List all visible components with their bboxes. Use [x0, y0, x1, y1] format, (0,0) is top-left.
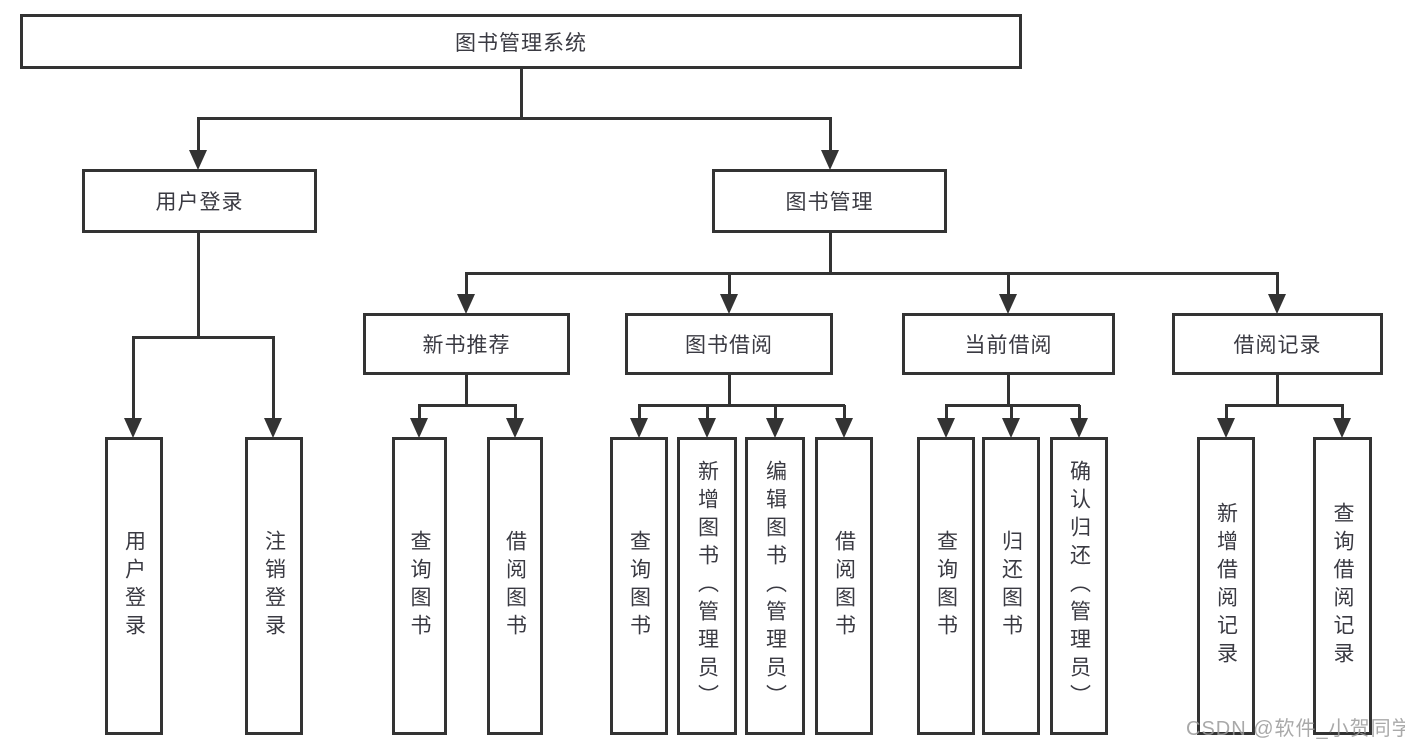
connector-line [638, 405, 641, 420]
node-root: 图书管理系统 [20, 14, 1022, 69]
arrow-down-icon [630, 418, 648, 438]
arrow-down-icon [1002, 418, 1020, 438]
node-book-borrow: 图书借阅 [625, 313, 833, 375]
leaf-logout: 注销登录 [245, 437, 303, 735]
leaf-query-books-current: 查询图书 [917, 437, 975, 735]
arrow-down-icon [1268, 294, 1286, 314]
node-current-borrow-label: 当前借阅 [964, 334, 1053, 357]
leaf-query-borrow-record-label: 查询借阅记录 [1331, 502, 1355, 670]
connector-line [465, 272, 1279, 275]
leaf-borrow-books-recommend: 借阅图书 [487, 437, 543, 735]
connector-line [829, 118, 832, 152]
node-book-management: 图书管理 [712, 169, 947, 233]
arrow-down-icon [410, 418, 428, 438]
arrow-down-icon [999, 294, 1017, 314]
connector-line [465, 273, 468, 296]
leaf-query-books-current-label: 查询图书 [934, 530, 958, 642]
connector-line [132, 337, 135, 420]
leaf-add-book-admin: 新增图书（管理员） [677, 437, 737, 735]
arrow-down-icon [1217, 418, 1235, 438]
connector-line [843, 405, 846, 420]
leaf-add-book-admin-label: 新增图书（管理员） [695, 460, 719, 712]
leaf-add-borrow-record: 新增借阅记录 [1197, 437, 1255, 735]
leaf-borrow-books: 借阅图书 [815, 437, 873, 735]
leaf-user-login: 用户登录 [105, 437, 163, 735]
connector-line [520, 69, 523, 119]
node-borrow-records: 借阅记录 [1172, 313, 1383, 375]
leaf-borrow-books-recommend-label: 借阅图书 [503, 530, 527, 642]
connector-line [197, 117, 832, 120]
connector-line [706, 405, 709, 420]
node-borrow-records-label: 借阅记录 [1233, 334, 1322, 357]
connector-line [465, 375, 468, 406]
connector-line [1276, 375, 1279, 406]
node-book-management-label: 图书管理 [785, 191, 874, 214]
connector-line [1078, 405, 1081, 420]
arrow-down-icon [124, 418, 142, 438]
connector-line [197, 233, 200, 338]
leaf-add-borrow-record-label: 新增借阅记录 [1214, 502, 1238, 670]
leaf-user-login-label: 用户登录 [122, 530, 146, 642]
node-user-login-label: 用户登录 [155, 191, 244, 214]
connector-line [728, 375, 731, 406]
connector-line [197, 118, 200, 152]
connector-line [1010, 405, 1013, 420]
csdn-watermark: CSDN @软件_小贺同学 [1186, 718, 1405, 740]
connector-line [272, 337, 275, 420]
connector-line [829, 233, 832, 274]
leaf-query-borrow-record: 查询借阅记录 [1313, 437, 1372, 735]
arrow-down-icon [835, 418, 853, 438]
arrow-down-icon [1070, 418, 1088, 438]
arrow-down-icon [937, 418, 955, 438]
leaf-logout-label: 注销登录 [262, 530, 286, 642]
connector-line [418, 404, 517, 407]
leaf-confirm-return-admin-label: 确认归还（管理员） [1067, 460, 1091, 712]
connector-line [1225, 405, 1228, 420]
node-new-book-recommend-label: 新书推荐 [422, 334, 511, 357]
node-current-borrow: 当前借阅 [902, 313, 1115, 375]
connector-line [1007, 375, 1010, 406]
connector-line [945, 405, 948, 420]
connector-line [1007, 273, 1010, 296]
connector-line [418, 405, 421, 420]
arrow-down-icon [506, 418, 524, 438]
arrow-down-icon [189, 150, 207, 170]
connector-line [514, 405, 517, 420]
leaf-query-books-borrow-label: 查询图书 [627, 530, 651, 642]
arrow-down-icon [264, 418, 282, 438]
connector-line [728, 273, 731, 296]
connector-line [132, 336, 275, 339]
connector-line [1276, 273, 1279, 296]
leaf-edit-book-admin-label: 编辑图书（管理员） [763, 460, 787, 712]
arrow-down-icon [698, 418, 716, 438]
leaf-return-books: 归还图书 [982, 437, 1040, 735]
leaf-query-books-recommend: 查询图书 [392, 437, 447, 735]
arrow-down-icon [457, 294, 475, 314]
connector-line [1225, 404, 1344, 407]
node-root-label: 图书管理系统 [455, 31, 587, 55]
leaf-confirm-return-admin: 确认归还（管理员） [1050, 437, 1108, 735]
connector-line [774, 405, 777, 420]
leaf-edit-book-admin: 编辑图书（管理员） [745, 437, 805, 735]
arrow-down-icon [720, 294, 738, 314]
node-book-borrow-label: 图书借阅 [685, 334, 773, 357]
arrow-down-icon [1333, 418, 1351, 438]
leaf-query-books-recommend-label: 查询图书 [408, 530, 432, 642]
leaf-borrow-books-label: 借阅图书 [832, 530, 856, 642]
arrow-down-icon [766, 418, 784, 438]
arrow-down-icon [821, 150, 839, 170]
connector-line [1341, 405, 1344, 420]
leaf-return-books-label: 归还图书 [999, 530, 1023, 642]
node-new-book-recommend: 新书推荐 [363, 313, 570, 375]
node-user-login: 用户登录 [82, 169, 317, 233]
connector-line [638, 404, 845, 407]
leaf-query-books-borrow: 查询图书 [610, 437, 668, 735]
